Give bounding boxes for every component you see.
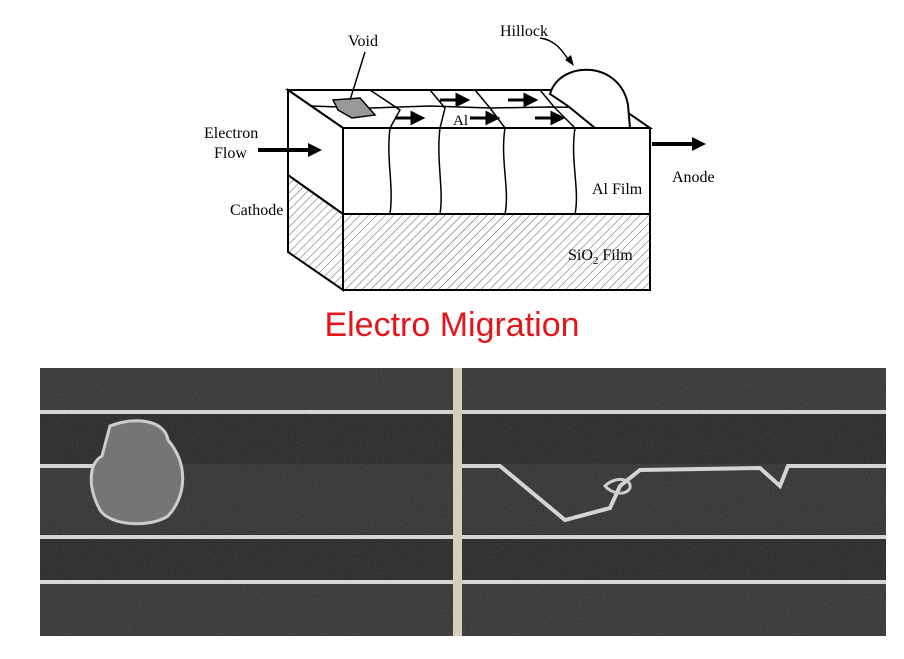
sio2-prefix: SiO bbox=[568, 247, 593, 264]
hillock-shape bbox=[548, 68, 632, 129]
sio2-film-label: SiO2 Film bbox=[568, 247, 633, 267]
cathode-label: Cathode bbox=[230, 202, 283, 219]
sio2-suffix: Film bbox=[598, 247, 633, 264]
panel-divider bbox=[453, 368, 462, 636]
hillock-label: Hillock bbox=[500, 23, 548, 40]
micrograph-noise bbox=[40, 368, 886, 636]
grain-boundaries-front bbox=[388, 127, 578, 215]
void-shape bbox=[331, 97, 377, 119]
anode-arrow bbox=[652, 137, 706, 151]
flow-label: Flow bbox=[214, 145, 247, 162]
al-label: Al bbox=[453, 113, 468, 129]
flow-arrows bbox=[395, 92, 566, 126]
page-title: Electro Migration bbox=[324, 306, 580, 344]
al-film-label: Al Film bbox=[592, 181, 643, 198]
anode-label: Anode bbox=[672, 169, 715, 186]
electron-flow-arrow bbox=[258, 143, 322, 157]
void-label: Void bbox=[348, 33, 378, 50]
void-leader bbox=[349, 51, 366, 101]
micrograph-svg bbox=[40, 368, 886, 636]
micrograph-image bbox=[40, 368, 886, 636]
line-edges bbox=[40, 410, 886, 584]
electron-label: Electron bbox=[204, 125, 258, 142]
void-blob bbox=[89, 419, 185, 526]
hillock-leader bbox=[539, 37, 571, 63]
sio2-subscript: 2 bbox=[593, 255, 599, 267]
diagram-svg: Void Hillock Electron Flow Al Anode Al F… bbox=[204, 23, 715, 292]
hillock-leader-head bbox=[565, 55, 574, 66]
grain-boundaries-top bbox=[309, 89, 621, 129]
hillock-debris bbox=[602, 478, 632, 495]
electromigration-diagram: Void Hillock Electron Flow Al Anode Al F… bbox=[200, 10, 720, 300]
